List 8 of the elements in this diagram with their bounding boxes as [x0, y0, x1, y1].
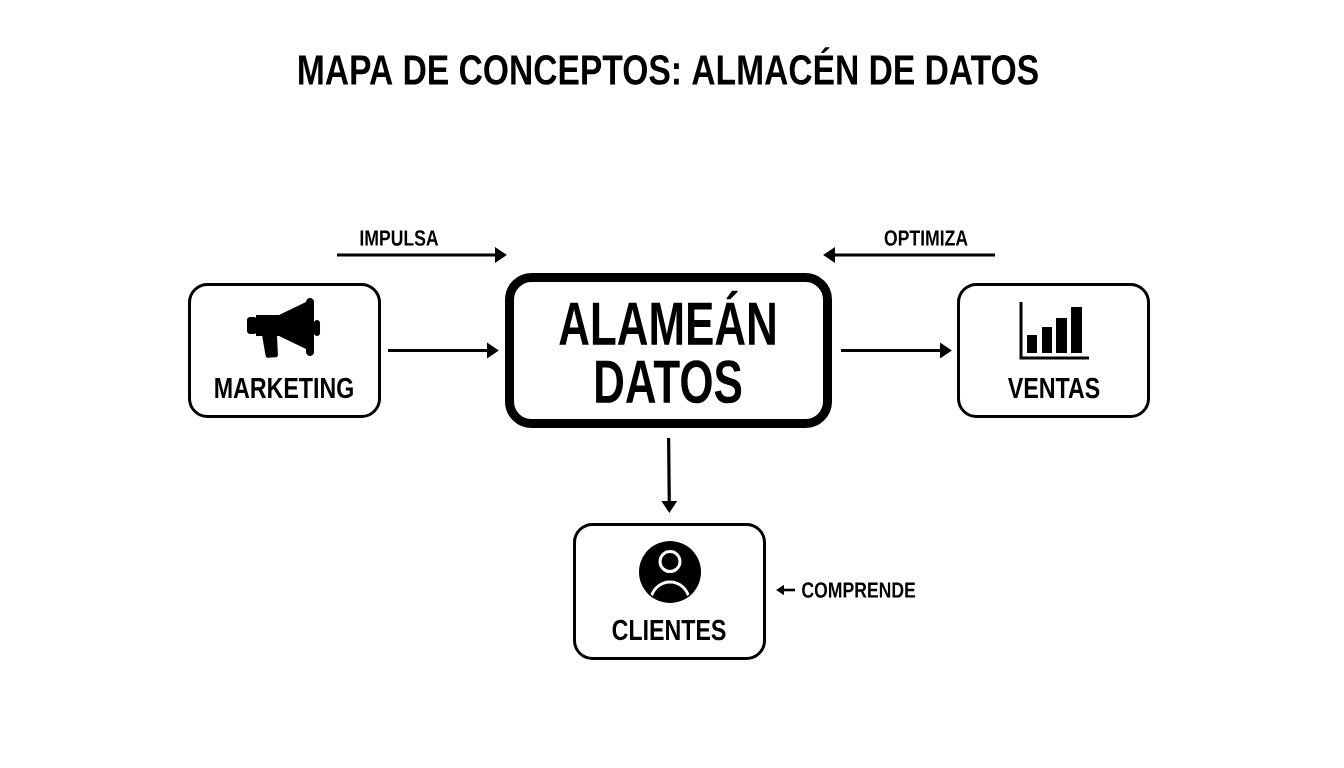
concept-box: CLIENTES — [573, 523, 766, 660]
edge-label: IMPULSA — [360, 230, 439, 246]
concept-box: MARKETING — [188, 283, 381, 418]
edge-label: COMPRENDE — [802, 582, 916, 598]
edge-label: OPTIMIZA — [884, 230, 968, 246]
central-concept-box: ALAMEÁN DATOS — [505, 273, 832, 428]
title: MAPA DE CONCEPTOS: ALMACÉN DE DATOS — [299, 47, 1038, 85]
concept-box: VENTAS — [957, 283, 1150, 418]
